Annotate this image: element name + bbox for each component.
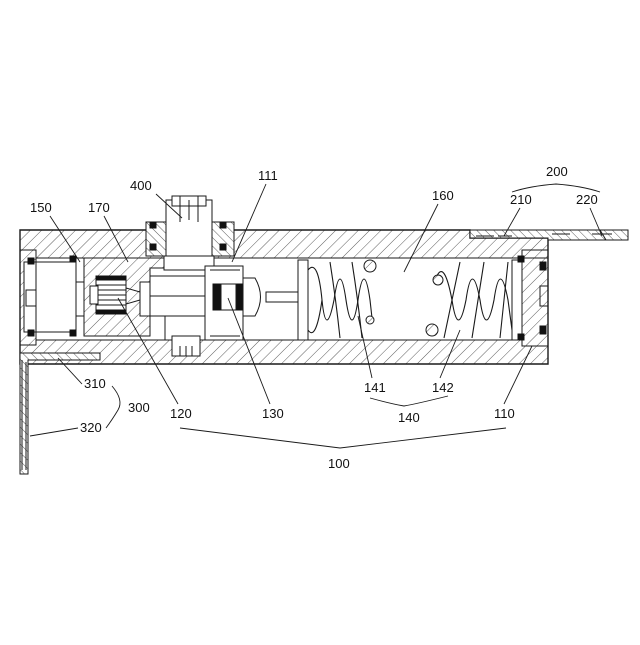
label-210: 210 bbox=[510, 192, 532, 207]
label-400: 400 bbox=[130, 178, 152, 193]
top-plate-body bbox=[470, 230, 628, 240]
label-160: 160 bbox=[432, 188, 454, 203]
label-170: 170 bbox=[88, 200, 110, 215]
label-130: 130 bbox=[262, 406, 284, 421]
left-chamber bbox=[24, 256, 84, 336]
spring-seat-right bbox=[512, 260, 522, 340]
label-100: 100 bbox=[328, 456, 350, 471]
label-310: 310 bbox=[84, 376, 106, 391]
bracket-body bbox=[20, 353, 100, 474]
label-220: 220 bbox=[576, 192, 598, 207]
label-300: 300 bbox=[128, 400, 150, 415]
spring-142 bbox=[426, 262, 512, 338]
label-142: 142 bbox=[432, 380, 454, 395]
label-111: 111 bbox=[258, 168, 278, 183]
spring-end-wire-2 bbox=[433, 275, 443, 285]
spring-seat-left bbox=[298, 260, 308, 340]
label-141: 141 bbox=[364, 380, 386, 395]
label-140: 140 bbox=[398, 410, 420, 425]
label-150: 150 bbox=[30, 200, 52, 215]
label-200: 200 bbox=[546, 164, 568, 179]
l-bracket bbox=[20, 353, 100, 474]
piston bbox=[205, 266, 298, 340]
housing-top-wall bbox=[20, 230, 548, 258]
valve-seat bbox=[76, 282, 84, 316]
spring-end-wire bbox=[364, 260, 376, 272]
label-320: 320 bbox=[80, 420, 102, 435]
spring-141 bbox=[308, 260, 376, 338]
piston-rod bbox=[266, 292, 298, 302]
label-110: 110 bbox=[494, 406, 515, 421]
label-120: 120 bbox=[170, 406, 192, 421]
spring-chamber bbox=[298, 256, 548, 340]
top-plate bbox=[470, 230, 628, 240]
